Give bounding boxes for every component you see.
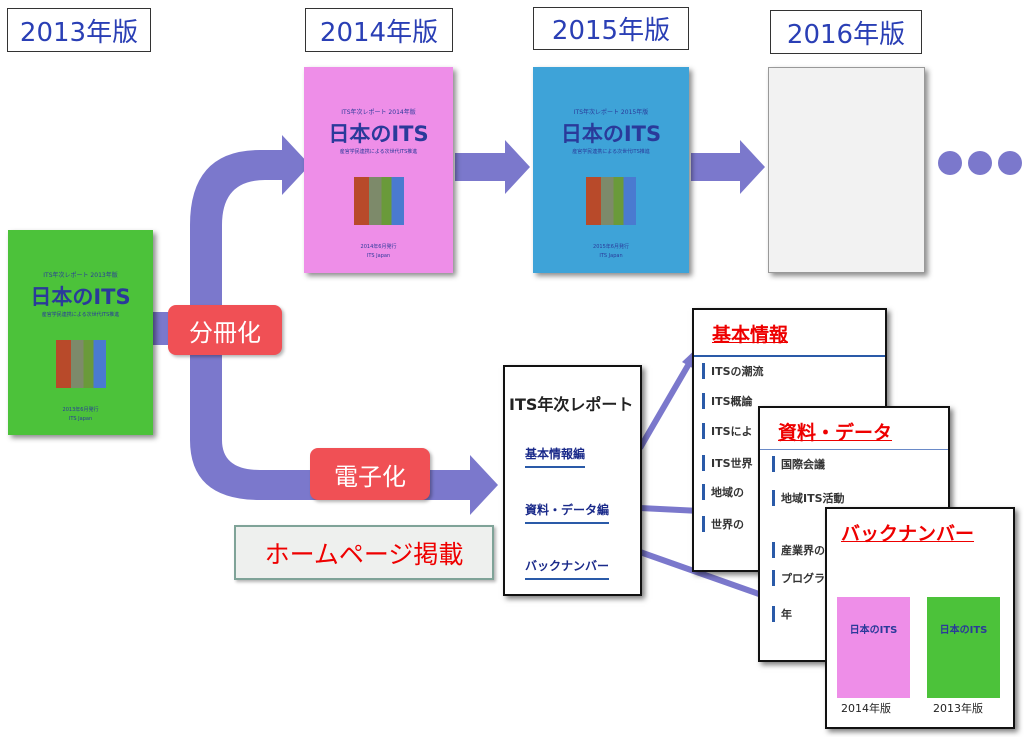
year-label-2014: 2014年版 [305,8,453,52]
cover-org: ITS Japan [366,253,391,259]
cover-title: 日本のITS [328,122,429,146]
list-item[interactable]: ITS概論 [702,393,753,409]
cover-2015: ITS年次レポート 2015年版 日本のITS 産官学民連携による次世代ITS推… [533,67,689,273]
thumb-2013[interactable]: 日本のITS [927,597,1000,698]
year-label-2016: 2016年版 [770,10,922,54]
list-item[interactable]: 地域ITS活動 [772,490,845,506]
list-item[interactable]: 地域の [702,484,744,500]
cover-photo [353,177,404,225]
cover-tagline: 産官学民連携による次世代ITS推進 [572,149,650,155]
cover-series: ITS年次レポート 2014年版 [341,109,416,116]
cover-issued: 2015年6月発行 [593,244,629,250]
list-item[interactable]: ITSの潮流 [702,363,764,379]
divider [760,449,948,450]
cover-issued: 2014年6月発行 [360,244,397,250]
thumb-title: 日本のITS [939,625,988,636]
list-item[interactable]: 国際会議 [772,456,825,472]
cover-org: ITS Japan [599,253,623,259]
data-title: 資料・データ [778,422,893,444]
caption-2014: 2014年版 [841,702,891,715]
list-item[interactable]: 産業界の [772,542,825,558]
cover-2014: ITS年次レポート 2014年版 日本のITS 産官学民連携による次世代ITS推… [304,67,453,273]
list-item[interactable]: 年 [772,606,792,622]
year-label-2015: 2015年版 [533,7,689,50]
more-dot [968,151,992,175]
link-backnumber[interactable]: バックナンバー [525,557,610,580]
backnumber-page: バックナンバー 日本のITS 日本のITS 2014年版 2013年版 [825,507,1015,729]
cover-photo [55,340,106,388]
divider [694,355,885,357]
arrow-to-basic [637,360,693,450]
cover-series: ITS年次レポート 2015年版 [573,109,649,116]
basic-title: 基本情報 [712,324,789,346]
caption-2013: 2013年版 [933,702,983,715]
split-label: 分冊化 [168,305,282,355]
homepage-label: ホームページ掲載 [234,525,494,580]
cover-title: 日本のITS [560,122,662,146]
list-item[interactable]: 世界の [702,516,744,532]
cover-issued: 2013年6月発行 [62,407,99,413]
cover-series: ITS年次レポート 2013年版 [43,272,118,279]
list-item[interactable]: ITS世界 [702,455,753,471]
cover-title: 日本のITS [30,285,131,309]
web-menu-title: ITS年次レポート [509,395,634,414]
arrow-2015-2016 [691,140,765,194]
web-menu-panel: ITS年次レポート 基本情報編 資料・データ編 バックナンバー [503,365,642,596]
list-item[interactable]: プログラ [772,570,825,586]
more-dot [938,151,962,175]
cover-org: ITS Japan [68,416,93,422]
thumb-title: 日本のITS [849,625,898,636]
cover-2016-placeholder [768,67,925,273]
more-dot [998,151,1022,175]
link-data[interactable]: 資料・データ編 [525,501,610,524]
digital-label: 電子化 [310,448,430,500]
year-label-2013: 2013年版 [7,8,151,52]
list-item[interactable]: ITSによ [702,423,753,439]
link-basic[interactable]: 基本情報編 [525,445,586,468]
cover-2013: ITS年次レポート 2013年版 日本のITS 産官学民連携による次世代ITS推… [8,230,153,435]
cover-tagline: 産官学民連携による次世代ITS推進 [339,149,418,155]
backnumber-title: バックナンバー [841,523,975,545]
arrow-2014-2015 [455,140,530,194]
cover-photo [586,177,636,225]
thumb-2014[interactable]: 日本のITS [837,597,910,698]
cover-tagline: 産官学民連携による次世代ITS推進 [41,312,120,318]
